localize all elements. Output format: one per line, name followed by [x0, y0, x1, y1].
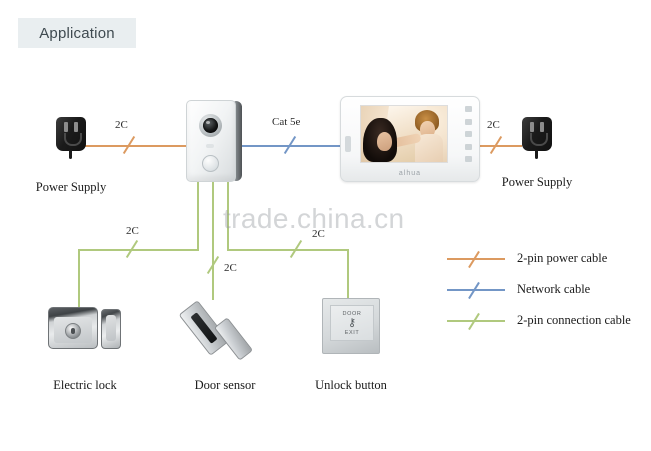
unlock-button-top-text: DOOR [342, 310, 362, 317]
legend-label-power: 2-pin power cable [517, 251, 608, 265]
legend-swatch-connection [447, 312, 505, 330]
legend: 2-pin power cable Network cable 2-pin co… [447, 243, 642, 336]
camera-lens-icon [203, 118, 218, 133]
monitor-button-column[interactable] [463, 106, 474, 162]
screen-photo-child-face [420, 121, 435, 138]
magnetic-lock-icon [178, 300, 262, 361]
exit-button-icon[interactable]: DOOR ⚷ EXIT [322, 298, 380, 354]
cable-branch-button-horizontal [227, 249, 349, 251]
electric-lock-body [48, 307, 98, 349]
doorbell-lens-glint [206, 121, 210, 124]
cable-branch-lock-horizontal [78, 249, 199, 251]
legend-swatch-power [447, 250, 505, 268]
cable-tag-sensor: 2C [224, 262, 237, 274]
keyhole-icon [65, 323, 81, 339]
monitor-side-button[interactable] [345, 136, 351, 152]
electric-lock-icon [48, 305, 121, 351]
unlock-button-bottom-text: EXIT [344, 329, 360, 336]
monitor-button-4[interactable] [465, 143, 472, 150]
cable-tag-power-left: 2C [115, 119, 128, 131]
cable-network [242, 145, 341, 147]
cable-drop-right [227, 182, 229, 250]
monitor-button-5[interactable] [465, 156, 472, 162]
cable-drop-center [212, 182, 214, 300]
key-icon: ⚷ [347, 316, 357, 329]
video-doorbell-icon [186, 100, 242, 182]
electric-lock-label: Electric lock [53, 378, 117, 392]
cable-drop-left [197, 182, 199, 250]
application-badge-label: Application [39, 24, 115, 42]
video-monitor-icon: alhua [340, 96, 480, 182]
cable-power-right [479, 145, 522, 147]
power-supply-right-label: Power Supply [501, 175, 573, 189]
electric-lock-strike-plate [101, 309, 121, 349]
legend-item-connection: 2-pin connection cable [447, 305, 642, 336]
unlock-button-label: Unlock button [315, 378, 387, 392]
microphone-icon [206, 144, 214, 148]
monitor-button-2[interactable] [465, 118, 472, 125]
power-adapter-icon-left [56, 117, 86, 159]
cable-tag-button: 2C [312, 228, 325, 240]
unlock-button-inset[interactable]: DOOR ⚷ EXIT [330, 305, 374, 341]
monitor-button-3[interactable] [465, 131, 472, 137]
legend-swatch-network [447, 281, 505, 299]
doorbell-side [233, 101, 242, 181]
screen-photo-woman-face [377, 132, 392, 151]
monitor-screen [360, 105, 448, 163]
cable-power-left [85, 145, 187, 147]
legend-label-connection: 2-pin connection cable [517, 313, 631, 327]
application-badge: Application [18, 18, 136, 48]
cable-branch-button-vertical [347, 249, 349, 299]
cable-tag-lock: 2C [126, 225, 139, 237]
monitor-brand-label: alhua [398, 170, 422, 177]
cable-tag-network: Cat 5e [272, 116, 301, 128]
legend-label-network: Network cable [517, 282, 591, 296]
legend-item-network: Network cable [447, 274, 642, 305]
power-adapter-icon-right [522, 117, 552, 159]
cable-tag-power-right: 2C [487, 119, 500, 131]
door-sensor-label: Door sensor [194, 378, 256, 392]
power-supply-left-label: Power Supply [35, 180, 107, 194]
cable-branch-lock-vertical [78, 249, 80, 311]
doorbell-call-button[interactable] [202, 155, 219, 172]
monitor-button-1[interactable] [465, 106, 472, 112]
legend-item-power: 2-pin power cable [447, 243, 642, 274]
